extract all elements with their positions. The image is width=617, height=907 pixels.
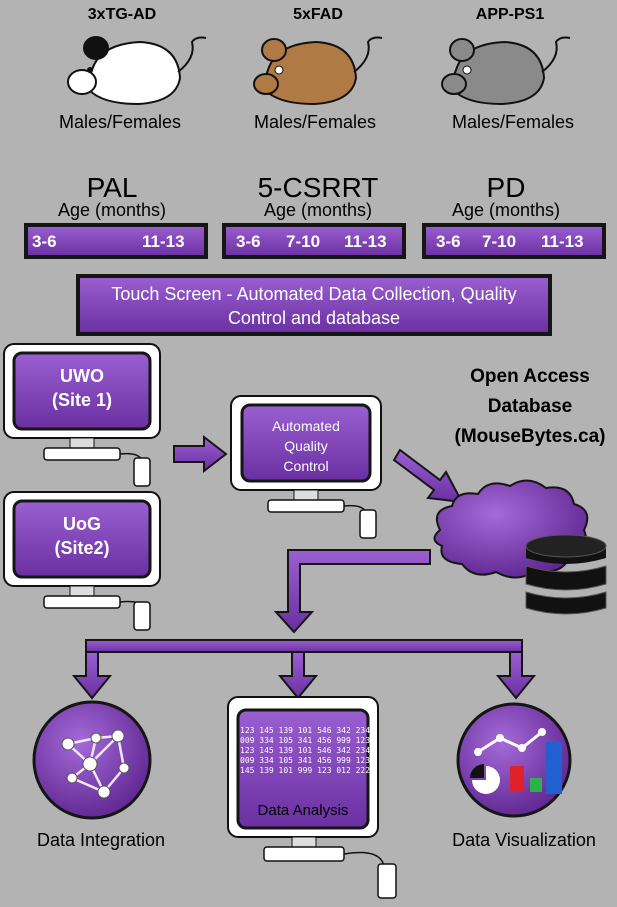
computer-analysis-icon [227, 696, 397, 899]
mouse-sex-3xtg: Males/Females [58, 112, 182, 132]
qc-line3: Control [283, 458, 329, 474]
arrow-to-database-icon [392, 448, 464, 504]
distribution-bar [85, 639, 523, 653]
visualization-label: Data Visualization [452, 830, 596, 850]
age-bar-5csrrt [222, 223, 406, 259]
age-bar-pd [422, 223, 606, 259]
analysis-label: Data Analysis [257, 802, 349, 819]
touch-screen-line2: Control and database [227, 308, 401, 328]
mouse-name-5xfad: 5xFAD [293, 6, 343, 23]
mouse-sex-app-ps1: Males/Females [451, 112, 575, 132]
arrow-to-visualization-icon [495, 651, 537, 700]
age-label-pal: Age (months) [57, 200, 167, 220]
age-bar-pal [24, 223, 208, 259]
arrow-to-qc-icon [173, 434, 228, 474]
mouse-name-app-ps1: APP-PS1 [475, 6, 545, 23]
database-title-line2: Database [487, 396, 573, 417]
mouse-5xfad-icon [253, 36, 383, 106]
task-pd: PD [486, 172, 526, 203]
mouse-3xtg-icon [67, 36, 207, 106]
integration-label: Data Integration [36, 830, 166, 850]
age-5csrrt-2: 11-13 [344, 232, 387, 251]
arrow-to-integration-icon [71, 651, 113, 700]
task-5csrrt: 5-CSRRT [257, 172, 379, 203]
computer-qc-icon [230, 395, 382, 539]
age-pd-1: 7-10 [482, 232, 517, 251]
analysis-numbers-row-2: 123 145 139 101 546 342 234 [240, 746, 371, 755]
age-5csrrt-1: 7-10 [286, 232, 321, 251]
arrow-to-outputs-icon [273, 549, 431, 634]
database-icon [525, 534, 607, 615]
data-visualization-icon [456, 702, 572, 818]
computer-uwo-icon [3, 343, 161, 487]
age-label-pd: Age (months) [451, 200, 561, 220]
age-label-5csrrt: Age (months) [263, 200, 373, 220]
analysis-numbers-row-3: 009 334 105 341 456 999 123 [240, 756, 371, 765]
age-5csrrt-0: 3-6 [236, 232, 261, 251]
task-pal: PAL [86, 172, 138, 203]
analysis-numbers-row-4: 145 139 101 999 123 012 222 [240, 766, 371, 775]
computer-uog-icon [3, 491, 161, 631]
data-integration-icon [32, 700, 152, 820]
site-uog-number: (Site2) [54, 538, 110, 558]
qc-line2: Quality [284, 438, 328, 454]
site-uwo-name: UWO [60, 366, 104, 386]
database-title-line1: Open Access [470, 366, 590, 387]
age-pal-1: 11-13 [142, 232, 185, 251]
site-uog-name: UoG [63, 514, 101, 534]
mouse-sex-5xfad: Males/Females [253, 112, 377, 132]
touch-screen-box [76, 274, 552, 336]
mouse-app-ps1-icon [441, 36, 571, 106]
age-pal-0: 3-6 [32, 232, 57, 251]
mouse-name-3xtg: 3xTG-AD [87, 6, 157, 23]
age-pd-2: 11-13 [541, 232, 584, 251]
analysis-numbers-row-0: 123 145 139 101 546 342 234 [240, 726, 371, 735]
analysis-numbers-row-1: 009 334 105 341 456 999 123 [240, 736, 371, 745]
touch-screen-line1: Touch Screen - Automated Data Collection… [111, 284, 517, 304]
arrow-to-analysis-icon [277, 651, 319, 700]
qc-line1: Automated [272, 418, 340, 434]
site-uwo-number: (Site 1) [51, 390, 112, 410]
database-title-line3: (MouseBytes.ca) [454, 426, 606, 447]
age-pd-0: 3-6 [436, 232, 461, 251]
